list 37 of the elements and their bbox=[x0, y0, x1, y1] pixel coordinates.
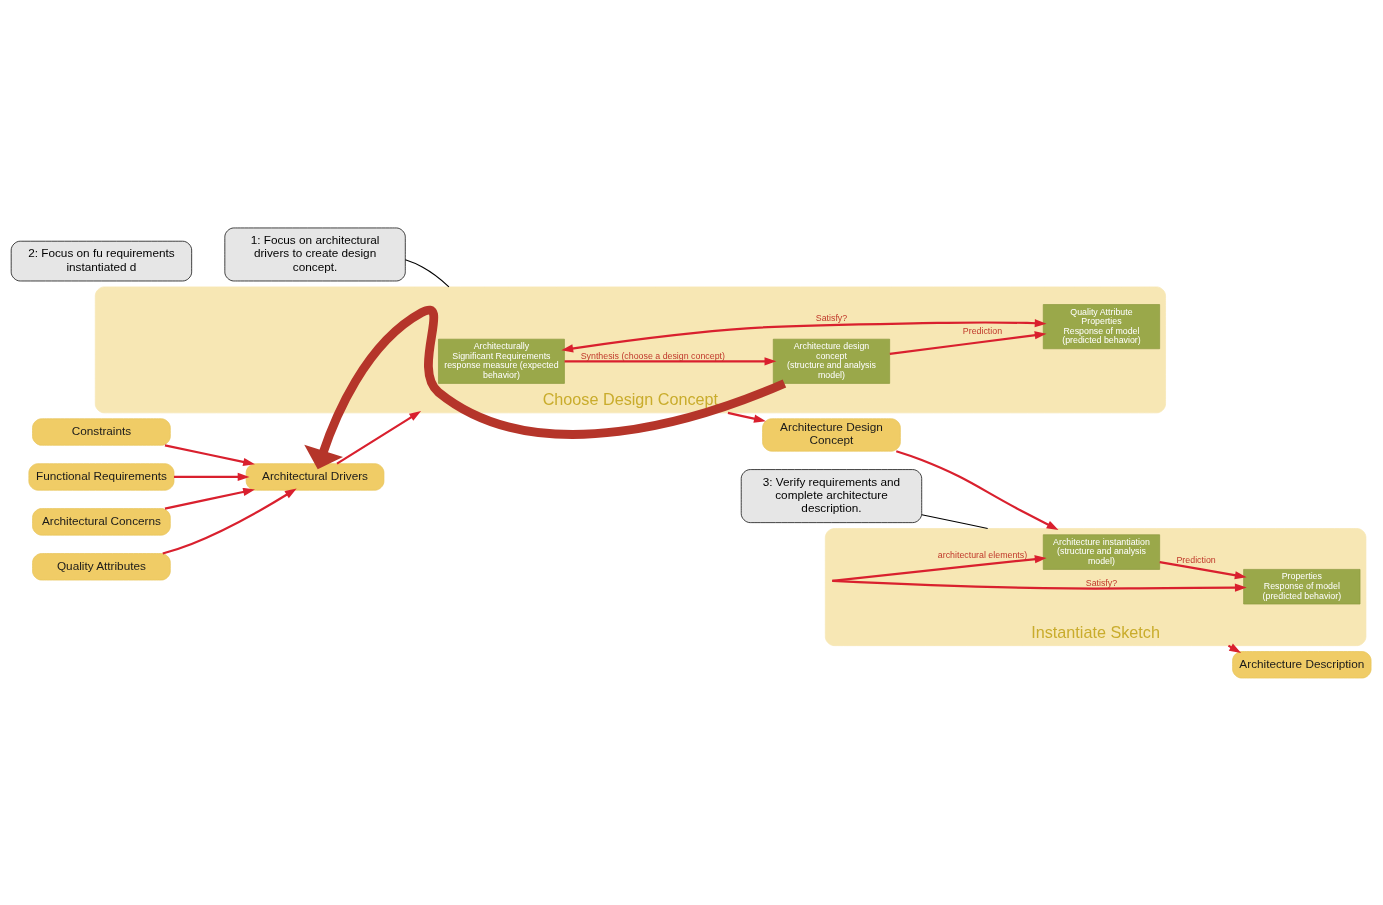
arrow bbox=[164, 443, 255, 466]
edge-label: architectural elements) bbox=[937, 549, 1028, 560]
arrow bbox=[564, 356, 777, 365]
arrow bbox=[832, 554, 1047, 582]
node-box: Architecture design concept (structure and analysis model) bbox=[772, 338, 891, 384]
node-box: Architecture Description bbox=[1232, 650, 1372, 678]
arrow bbox=[164, 487, 255, 510]
arrow bbox=[1159, 560, 1247, 579]
arrow bbox=[889, 330, 1047, 355]
node-box: Properties Response of model (predicted behavior) bbox=[1243, 568, 1361, 604]
node-box: Functional Requirements bbox=[28, 462, 175, 491]
node-box: Constraints bbox=[32, 417, 171, 446]
arrow bbox=[162, 487, 297, 555]
node-box: 1: Focus on architectural drivers to create design concept. bbox=[224, 227, 406, 281]
node-box: Architecture instantiation (structure and analysis model) bbox=[1042, 533, 1161, 570]
node-box: Architectural Concerns bbox=[32, 507, 171, 535]
node-box: Architecturally Significant Requirements response measure (expected behavior) bbox=[438, 338, 565, 384]
edge-label: Prediction bbox=[962, 325, 1003, 336]
edge-label: Satisfy? bbox=[815, 312, 848, 323]
arrow bbox=[727, 411, 766, 423]
arrow bbox=[561, 318, 1047, 352]
node-box: Quality Attributes bbox=[32, 552, 171, 580]
arrow bbox=[895, 449, 1059, 530]
connector bbox=[404, 258, 450, 287]
arrow bbox=[832, 579, 1247, 592]
connector bbox=[921, 513, 989, 529]
arrow bbox=[336, 410, 422, 465]
edge-label: Synthesis (choose a design concept) bbox=[580, 350, 725, 361]
node-box: Architecture Design Concept bbox=[762, 417, 901, 452]
node-box: 3: Verify requirements and complete architecture description. bbox=[740, 468, 923, 523]
node-box: Architectural Drivers bbox=[245, 462, 385, 491]
edge-label: Prediction bbox=[1176, 554, 1216, 565]
edge-label: Satisfy? bbox=[1085, 577, 1118, 588]
node-box: Quality Attribute Properties Response of model (predicted behavior) bbox=[1042, 303, 1161, 349]
arrow bbox=[304, 305, 787, 469]
node-box: 2: Focus on fu requirements instantiated d bbox=[10, 240, 193, 281]
arrow bbox=[174, 472, 250, 481]
